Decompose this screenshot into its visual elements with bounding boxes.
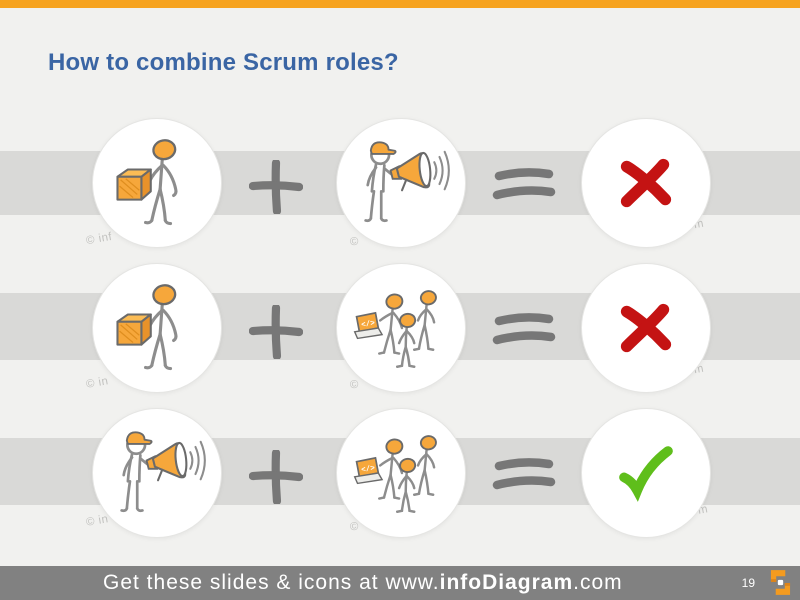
plus-sign-icon [249, 450, 303, 504]
equals-sign-icon [492, 166, 556, 206]
row3-dev-team-circle [336, 408, 466, 538]
red-cross-icon [617, 154, 675, 212]
product-owner-icon [105, 276, 209, 380]
slide-title: How to combine Scrum roles? [48, 49, 399, 77]
watermark-fragment: © [349, 378, 360, 392]
row3-result-circle [581, 408, 711, 538]
footer-bar: Get these slides & icons at www.infoDiag… [0, 566, 800, 600]
plus-sign-icon [249, 305, 303, 359]
scrum-master-icon [105, 421, 209, 525]
red-cross-icon [617, 299, 675, 357]
dev-team-icon [349, 421, 453, 525]
row1-product-owner-circle [92, 118, 222, 248]
row2-result-circle [581, 263, 711, 393]
green-check-icon [617, 444, 675, 502]
plus-sign-icon [249, 160, 303, 214]
row2-dev-team-circle [336, 263, 466, 393]
scrum-master-icon [349, 131, 453, 235]
row3-scrum-master-circle [92, 408, 222, 538]
dev-team-icon [349, 276, 453, 380]
footer-brand: infoDiagram [439, 571, 574, 594]
footer-text-suffix: .com [573, 571, 623, 594]
row1-result-circle [581, 118, 711, 248]
accent-top-bar [0, 0, 800, 8]
footer-website-link[interactable]: Get these slides & icons at www.infoDiag… [103, 571, 623, 595]
equals-sign-icon [492, 456, 556, 496]
footer-text-prefix: Get these slides & icons at www. [103, 571, 440, 594]
product-owner-icon [105, 131, 209, 235]
equals-sign-icon [492, 311, 556, 351]
row1-scrum-master-circle [336, 118, 466, 248]
page-number: 19 [741, 576, 755, 590]
row2-product-owner-circle [92, 263, 222, 393]
infodiagram-logo-icon [770, 570, 791, 595]
watermark-fragment: © [349, 235, 360, 249]
